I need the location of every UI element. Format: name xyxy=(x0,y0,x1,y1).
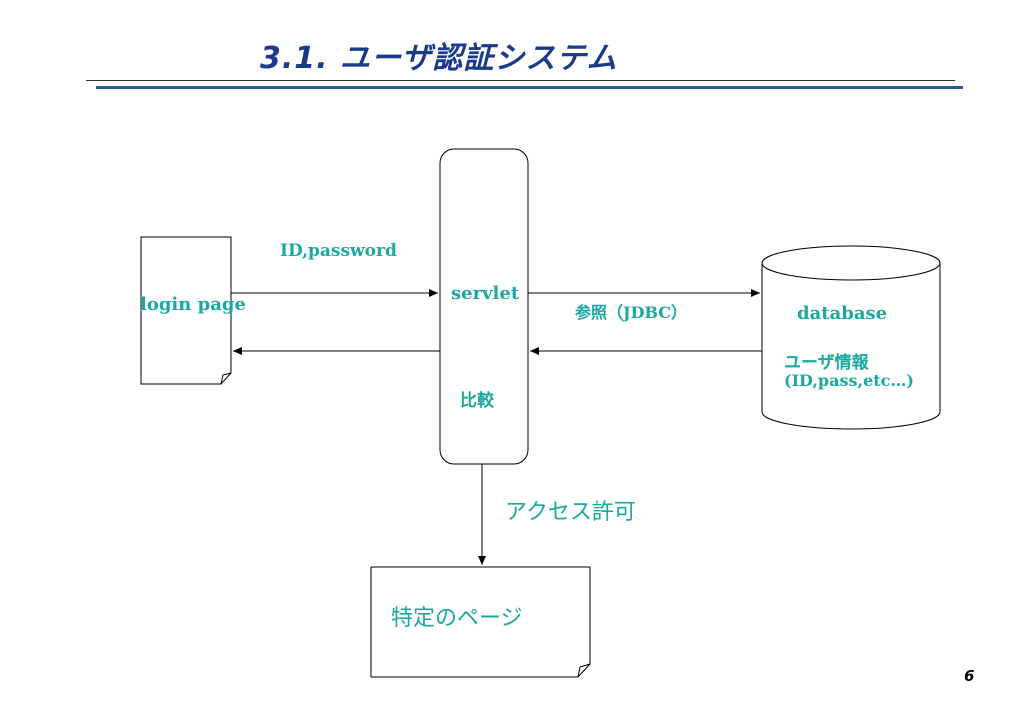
login-page-fold xyxy=(220,372,232,385)
title-divider-thick xyxy=(96,86,963,89)
database-cylinder-top xyxy=(761,245,941,281)
title-divider-thin xyxy=(86,80,955,81)
servlet-label: servlet xyxy=(451,283,520,304)
database-cylinder-body xyxy=(761,263,941,430)
edge-label-reference-jdbc: 参照（JDBC） xyxy=(575,303,688,322)
servlet-box xyxy=(439,148,529,465)
target-page-label: 特定のページ xyxy=(391,606,523,631)
database-label: database xyxy=(797,303,888,324)
database-user-info-label: ユーザ情報 xyxy=(784,353,869,373)
login-page-document xyxy=(140,236,232,385)
edge-label-id-password: ID,password xyxy=(280,241,397,261)
database-fields-label: (ID,pass,etc…) xyxy=(784,371,914,390)
target-page-document xyxy=(370,566,591,678)
page-number: 6 xyxy=(964,667,975,685)
edge-label-access-granted: アクセス許可 xyxy=(505,500,636,525)
login-page-label: login page xyxy=(140,294,246,315)
target-page-fold xyxy=(577,663,591,678)
compare-label: 比較 xyxy=(460,391,494,411)
slide-title: 3.1. ユーザ認証システム xyxy=(260,41,618,76)
